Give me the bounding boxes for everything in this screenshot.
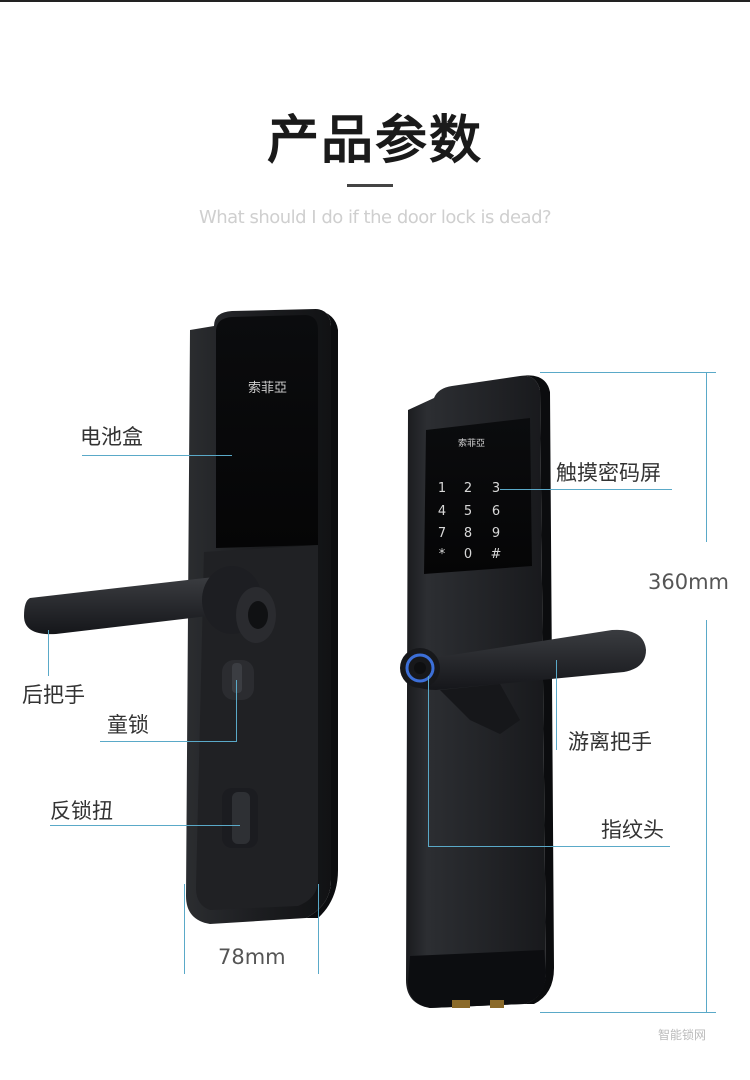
title-underline [347,184,393,187]
label-touch-password-screen: 触摸密码屏 [556,461,661,485]
keypad-key: 2 [464,481,472,496]
keypad-key: 9 [492,526,500,541]
keypad-key: # [491,547,502,562]
leader-rear-handle [48,630,49,676]
page-subtitle: What should I do if the door lock is dea… [198,207,552,228]
height-dim-bottom [540,1012,716,1013]
height-dimension: 360mm [648,570,729,594]
keypad-key: 5 [464,504,472,519]
keypad-key: 7 [438,526,446,541]
leader-free-handle [556,660,557,750]
right-brand-logo: 索菲亞 [458,437,485,449]
keypad-key: 3 [492,481,500,496]
keypad-key: 0 [464,547,472,562]
right-lock [400,375,646,1008]
height-dim-line-bottom [706,620,707,1012]
label-free-handle: 游离把手 [568,730,652,754]
width-dim-line-left [184,884,185,974]
page-title: 产品参数 [266,111,483,171]
label-fingerprint-head: 指纹头 [601,818,664,842]
leader-child-lock-v [236,680,237,742]
keypad-key: * [439,547,446,562]
label-rear-handle: 后把手 [22,683,85,707]
label-child-lock: 童锁 [107,713,149,737]
leader-child-lock-h [100,741,236,742]
keypad-key: 4 [438,504,446,519]
leader-fingerprint-h [428,846,670,847]
leader-fingerprint-v [428,676,429,846]
height-dim-line-top [706,372,707,542]
leader-anti-lock-knob [50,825,240,826]
keypad-key: 6 [492,504,500,519]
keypad: 1 2 3 4 5 6 7 8 9 * 0 # [438,481,502,562]
left-lock [24,309,338,924]
keypad-key: 1 [438,481,446,496]
keypad-key: 8 [464,526,472,541]
leader-battery-box [82,455,232,456]
left-brand-logo: 索菲亞 [248,381,287,396]
label-battery-box: 电池盒 [80,425,143,449]
width-dimension: 78mm [218,945,286,969]
label-anti-lock-knob: 反锁扭 [50,799,113,823]
watermark: 智能锁网 [658,1028,707,1042]
height-dim-top [540,372,716,373]
leader-touch-password-screen [500,489,672,490]
width-dim-line-right [318,884,319,974]
top-border [0,0,750,2]
